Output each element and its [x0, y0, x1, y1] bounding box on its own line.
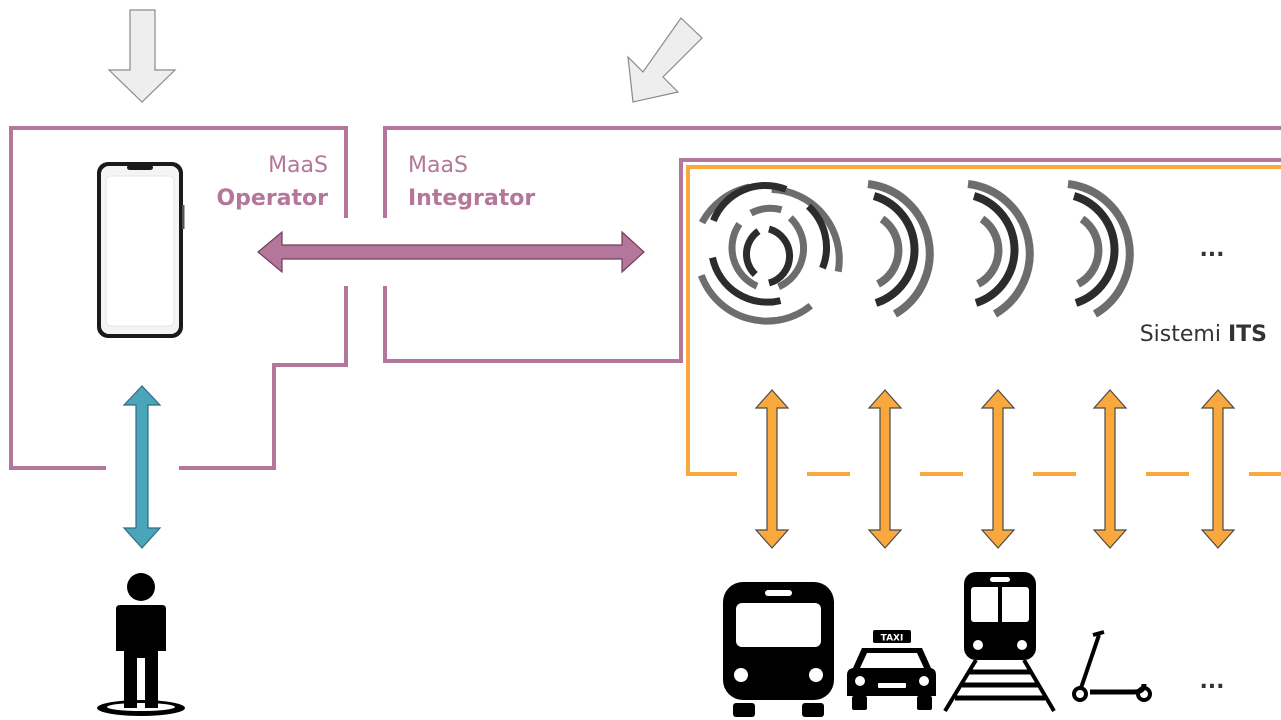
input-arrow-integrator — [627, 17, 703, 103]
train-icon — [943, 572, 1056, 713]
user-phone-arrow — [122, 385, 162, 549]
integrator-label-line1: MaaS — [408, 153, 468, 178]
its-transport-arrows — [754, 389, 1236, 549]
operator-label-line1: MaaS — [268, 153, 328, 178]
operator-frame — [9, 126, 348, 470]
smartphone-icon — [97, 162, 185, 338]
integrator-frame — [383, 126, 1281, 363]
integrator-label-line2: Integrator — [408, 186, 535, 211]
its-system-icon-hub — [698, 181, 843, 325]
its-system-icon-3 — [1067, 180, 1134, 318]
its-frame — [686, 165, 1281, 476]
taxi-sign-text: TAXI — [881, 634, 904, 644]
operator-label-line2: Operator — [216, 186, 328, 211]
taxi-icon: TAXI — [847, 630, 936, 710]
its-transport-arrow-3 — [980, 389, 1016, 549]
bus-icon — [723, 582, 834, 717]
its-transport-arrow-1 — [754, 389, 790, 549]
its-transport-arrow-5 — [1200, 389, 1236, 549]
operator-integrator-arrow — [257, 230, 645, 274]
its-system-icon-1 — [867, 180, 934, 318]
transport-more-ellipsis: ... — [1199, 669, 1224, 694]
its-transport-arrow-4 — [1092, 389, 1128, 549]
its-more-ellipsis: ... — [1199, 237, 1224, 262]
its-transport-arrow-2 — [867, 389, 903, 549]
input-arrow-operator — [107, 9, 177, 103]
its-system-icon-2 — [967, 180, 1034, 318]
its-label: Sistemi ITS — [1140, 322, 1267, 347]
scooter-icon — [1072, 630, 1152, 702]
user-icon — [97, 573, 185, 716]
